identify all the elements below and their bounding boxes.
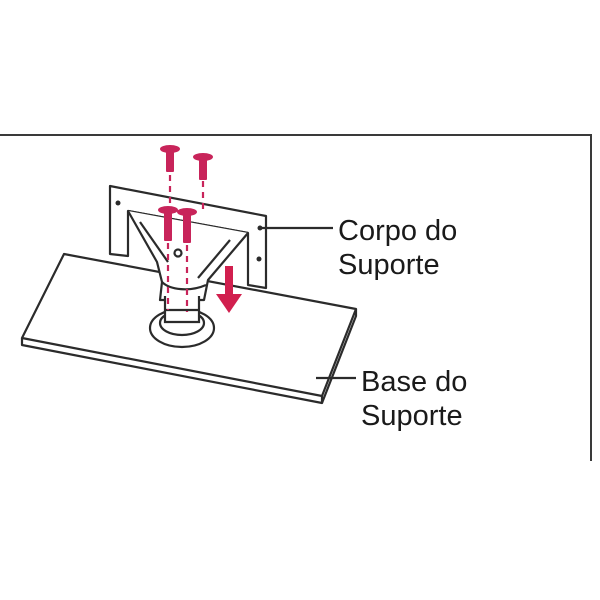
stand-body-label-line2: Suporte [338,249,440,281]
stand-base-label: Base do Suporte [361,365,467,433]
diagram-frame [0,134,592,461]
screw-icon [193,153,213,180]
stand-neck [163,296,201,324]
leader-lines [262,226,356,380]
screw-icon [158,206,178,241]
stand-body-label: Corpo do Suporte [338,214,457,282]
stand-base-label-line2: Suporte [361,400,463,432]
screw-guide-lines [166,175,205,312]
down-arrow-icon [216,266,242,313]
screw-icon [160,145,180,172]
stand-base-label-line1: Base do [361,366,468,398]
stand-body-label-line1: Corpo do [338,215,458,247]
screw-icon [177,208,197,243]
